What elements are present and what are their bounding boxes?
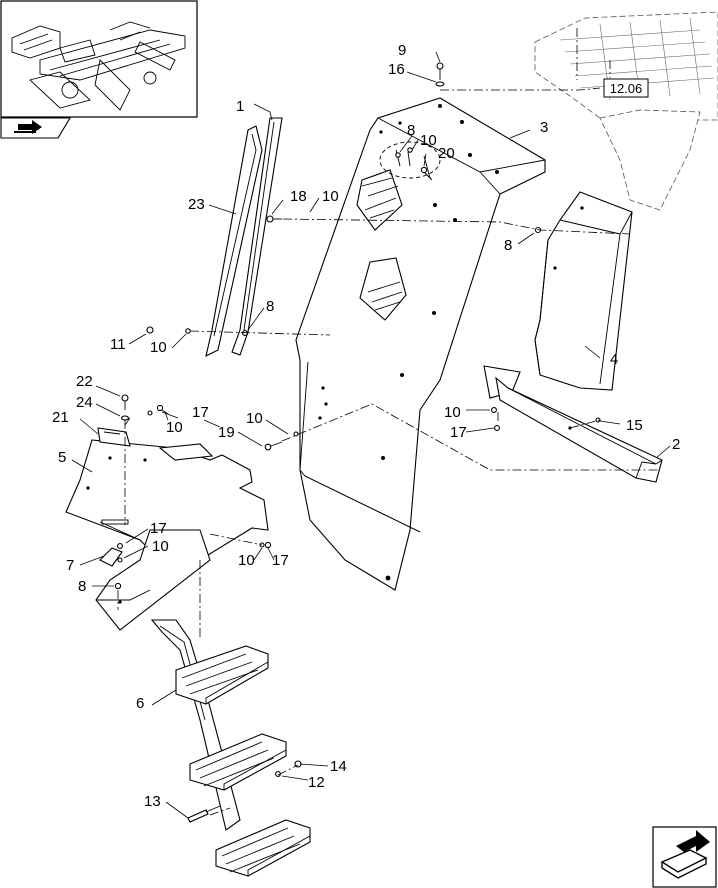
callout-20: 20: [438, 145, 455, 162]
part-6-step-ladder: [150, 619, 311, 877]
callout-17-tube: 17: [450, 424, 467, 441]
callout-10-center: 10: [246, 410, 263, 427]
page-arrow-icon[interactable]: [0, 117, 71, 139]
callout-4: 4: [610, 351, 618, 368]
callout-6: 6: [136, 695, 144, 712]
callout-10-mid: 10: [166, 419, 183, 436]
next-page-icon[interactable]: [652, 826, 717, 888]
callout-24: 24: [76, 394, 93, 411]
callout-8-top: 8: [407, 122, 415, 139]
callout-14: 14: [330, 758, 347, 775]
callout-10-lower: 10: [152, 538, 169, 555]
part-23-trim-strip: [205, 125, 263, 358]
callout-labels: 1 2 3 4 5 6 7 8 8 8 8 9 10 10 10 10 10 1…: [52, 42, 680, 810]
callout-9: 9: [398, 42, 406, 59]
callout-8-right: 8: [504, 237, 512, 254]
callout-10-left: 10: [150, 339, 167, 356]
callout-10-right: 10: [238, 552, 255, 569]
callout-19: 19: [218, 424, 235, 441]
callout-8-strip: 8: [266, 298, 274, 315]
part-2-tube: [483, 365, 663, 483]
part-3-side-panel: [295, 97, 546, 591]
part-5-floor-plate: [65, 439, 269, 561]
callout-15: 15: [626, 417, 643, 434]
part-21-bracket: [97, 427, 131, 447]
assembly-lines: [117, 87, 660, 816]
callout-12: 12: [308, 774, 325, 791]
callout-23: 23: [188, 196, 205, 213]
callout-1: 1: [236, 98, 244, 115]
callout-16: 16: [388, 61, 405, 78]
callout-10-upper: 10: [322, 188, 339, 205]
callout-13: 13: [144, 793, 161, 810]
reference-label: 12.06: [610, 81, 643, 96]
callout-2: 2: [672, 436, 680, 453]
callout-18: 18: [290, 188, 307, 205]
reference-box[interactable]: 12.06: [603, 78, 649, 98]
part-1-trim-strip: [231, 117, 283, 356]
callout-7: 7: [66, 557, 74, 574]
callout-17-lower: 17: [150, 520, 167, 537]
callout-21: 21: [52, 409, 69, 426]
callout-17-right: 17: [272, 552, 289, 569]
callout-10-tube: 10: [444, 404, 461, 421]
part-7-clip: [99, 547, 123, 567]
callout-5: 5: [58, 449, 66, 466]
callout-3: 3: [540, 119, 548, 136]
callout-11: 11: [110, 336, 126, 353]
step-mount-plate: [95, 529, 211, 631]
leader-lines: [71, 51, 671, 819]
part-4-bracket: [534, 191, 633, 391]
callout-17-top: 17: [192, 404, 209, 421]
cab-step-platform: [534, 11, 718, 211]
thumbnail-frame: [0, 0, 198, 118]
callout-22: 22: [76, 373, 93, 390]
callout-10-top: 10: [420, 132, 437, 149]
callout-8-lower: 8: [78, 578, 86, 595]
